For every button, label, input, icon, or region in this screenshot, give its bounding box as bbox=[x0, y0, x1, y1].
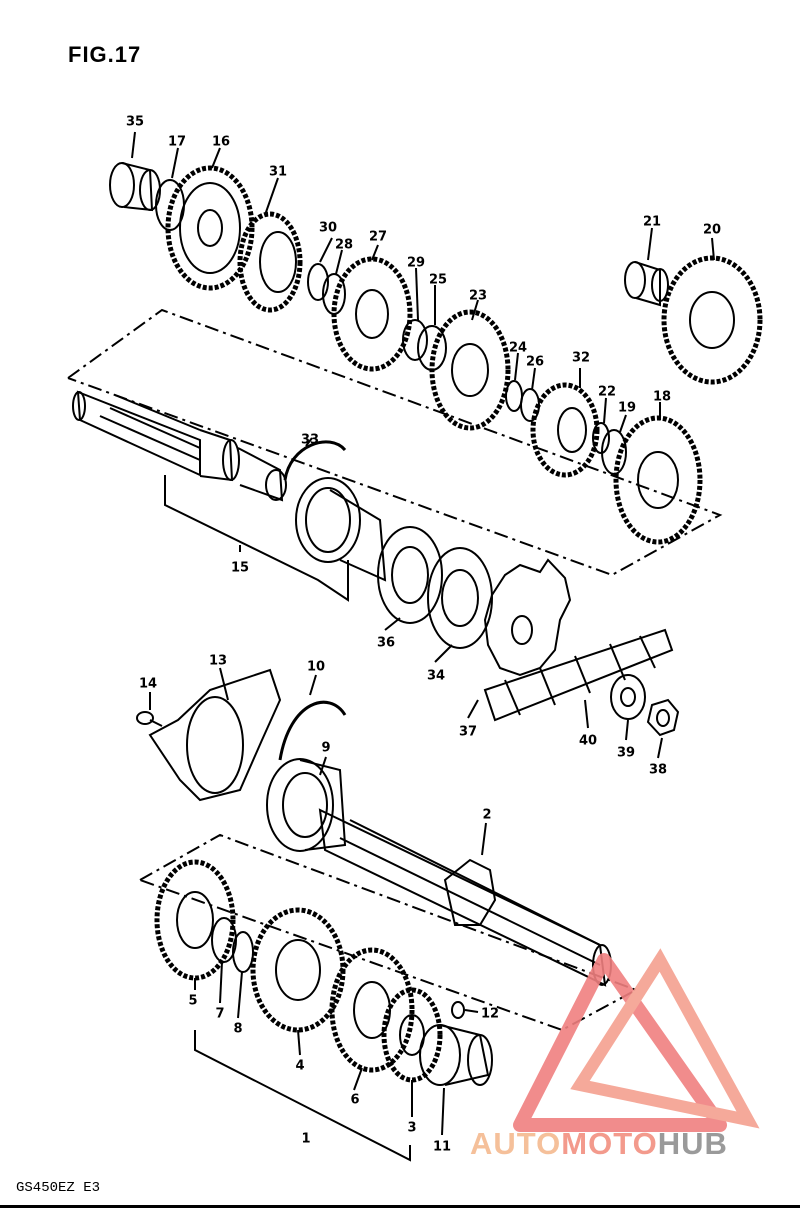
callout-28: 28 bbox=[334, 237, 354, 253]
callout-39: 39 bbox=[616, 745, 636, 761]
callout-37: 37 bbox=[458, 724, 478, 740]
callout-2: 2 bbox=[482, 807, 492, 823]
callout-27: 27 bbox=[368, 229, 388, 245]
watermark-logo bbox=[513, 948, 760, 1132]
callout-9: 9 bbox=[321, 740, 331, 756]
circlip-8 bbox=[232, 931, 254, 973]
callout-29: 29 bbox=[406, 255, 426, 271]
callout-34: 34 bbox=[426, 668, 446, 684]
callout-3: 3 bbox=[407, 1120, 417, 1136]
callout-4: 4 bbox=[295, 1058, 305, 1074]
callout-22: 22 bbox=[597, 384, 617, 400]
callout-11: 11 bbox=[432, 1139, 452, 1155]
callout-38: 38 bbox=[648, 762, 668, 778]
bushing-11 bbox=[419, 1024, 493, 1086]
gear-18 bbox=[613, 415, 703, 545]
callout-23: 23 bbox=[468, 288, 488, 304]
callout-36: 36 bbox=[376, 635, 396, 651]
washer-36 bbox=[377, 526, 443, 624]
gear-27 bbox=[331, 256, 413, 372]
bracket-15 bbox=[164, 475, 349, 602]
callout-12: 12 bbox=[480, 1006, 500, 1022]
callout-31: 31 bbox=[268, 164, 288, 180]
circlip-10 bbox=[278, 700, 347, 761]
callout-21: 21 bbox=[642, 214, 662, 230]
washer-30 bbox=[307, 263, 329, 301]
countershaft bbox=[72, 390, 287, 502]
watermark-hub: HUB bbox=[657, 1126, 728, 1161]
callout-32: 32 bbox=[571, 350, 591, 366]
gear-32 bbox=[530, 382, 600, 478]
callout-35: 35 bbox=[125, 114, 145, 130]
upper-assembly-outline bbox=[67, 308, 723, 577]
callout-6: 6 bbox=[350, 1092, 360, 1108]
model-code: GS450EZ E3 bbox=[16, 1180, 101, 1196]
callout-15: 15 bbox=[230, 560, 250, 576]
callout-24: 24 bbox=[508, 340, 528, 356]
gear-4 bbox=[250, 907, 346, 1033]
bracket-1 bbox=[194, 1030, 411, 1162]
callout-20: 20 bbox=[702, 222, 722, 238]
circlip-33 bbox=[283, 440, 347, 481]
watermark-text: AUTOMOTOHUB bbox=[470, 1126, 728, 1162]
bearing-35 bbox=[109, 162, 161, 212]
sprocket-37 bbox=[483, 558, 572, 677]
callout-10: 10 bbox=[306, 659, 326, 675]
callout-13: 13 bbox=[208, 653, 228, 669]
lock-washer-39 bbox=[610, 674, 646, 720]
gear-3 bbox=[381, 987, 443, 1083]
nut-38 bbox=[646, 698, 680, 737]
callout-5: 5 bbox=[188, 993, 198, 1009]
bushing-21 bbox=[624, 261, 669, 307]
driveshaft-2 bbox=[318, 808, 612, 987]
callout-1: 1 bbox=[301, 1131, 311, 1147]
callout-18: 18 bbox=[652, 389, 672, 405]
pin-12 bbox=[451, 1001, 465, 1019]
gear-20 bbox=[661, 255, 763, 385]
callout-14: 14 bbox=[138, 676, 158, 692]
figure-title: FIG.17 bbox=[68, 42, 142, 67]
gear-16 bbox=[165, 165, 255, 291]
gear-23 bbox=[429, 309, 511, 431]
gear-31 bbox=[237, 211, 303, 313]
watermark-moto: MOTO bbox=[561, 1126, 658, 1161]
callout-30: 30 bbox=[318, 220, 338, 236]
callout-40: 40 bbox=[578, 733, 598, 749]
circlip-24 bbox=[505, 380, 523, 412]
callout-25: 25 bbox=[428, 272, 448, 288]
bottom-border bbox=[0, 1205, 800, 1208]
callout-8: 8 bbox=[233, 1021, 243, 1037]
callout-33: 33 bbox=[300, 432, 320, 448]
gear-6 bbox=[329, 947, 415, 1073]
callout-7: 7 bbox=[215, 1006, 225, 1022]
bolt-14 bbox=[136, 711, 163, 727]
bushing-29 bbox=[402, 319, 428, 361]
callout-26: 26 bbox=[525, 354, 545, 370]
drive-chain-40 bbox=[483, 628, 674, 722]
bearing-9 bbox=[266, 758, 347, 852]
callout-17: 17 bbox=[167, 134, 187, 150]
circlip-22 bbox=[592, 422, 610, 454]
callout-19: 19 bbox=[617, 400, 637, 416]
bearing-assembly bbox=[295, 477, 387, 582]
callout-16: 16 bbox=[211, 134, 231, 150]
lower-assembly-outline bbox=[139, 833, 639, 1032]
bearing-retainer-13 bbox=[148, 668, 282, 802]
watermark-auto: AUTO bbox=[470, 1126, 562, 1161]
gear-5 bbox=[154, 859, 236, 981]
